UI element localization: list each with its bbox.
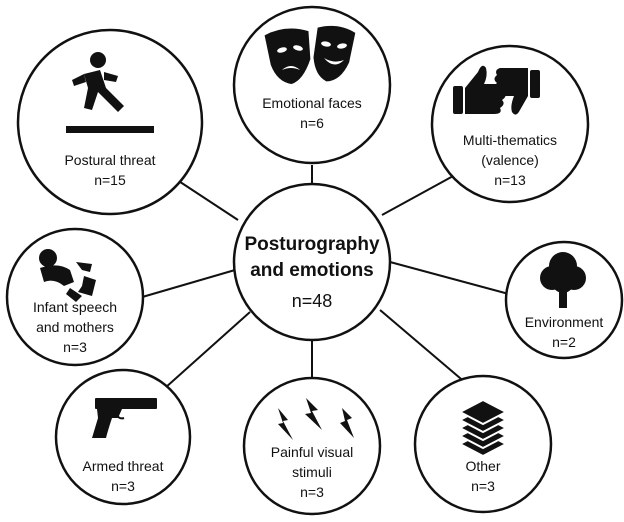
label-line: Environment: [524, 314, 604, 330]
tree-icon: [540, 252, 586, 308]
label-line: Armed threat: [82, 458, 164, 474]
label-infant-speech: Infant speech and mothers n=3: [10, 297, 140, 357]
handgun-icon: [92, 398, 157, 438]
label-emotional-faces: Emotional faces n=6: [242, 93, 382, 133]
connectors: [131, 165, 521, 389]
label-postural-threat: Postural threat n=15: [40, 150, 180, 190]
label-count: n=13: [494, 172, 526, 188]
label-line: Painful visual: [270, 444, 354, 460]
label-armed-threat: Armed threat n=3: [58, 456, 188, 496]
center-circle: [232, 182, 392, 342]
label-multi-thematics: Multi-thematics (valence) n=13: [440, 130, 580, 190]
label-line: Multi-thematics: [462, 132, 558, 148]
label-count: n=3: [63, 339, 87, 355]
label-count: n=15: [94, 172, 126, 188]
connector-other: [379, 309, 468, 385]
label-count: n=3: [300, 484, 324, 500]
connector-infant-speech: [131, 269, 236, 301]
mother-child-icon: [39, 249, 96, 302]
label-other: Other n=3: [423, 456, 543, 496]
center-title: Posturography and emotions: [232, 232, 392, 284]
falling-person-icon: [66, 52, 154, 133]
stacked-layers-icon: [457, 398, 509, 458]
label-count: n=3: [111, 478, 135, 494]
lightning-bolts-icon: [278, 398, 354, 440]
connector-environment: [389, 261, 521, 298]
label-line: and mothers: [36, 319, 114, 335]
label-line: Other: [465, 458, 501, 474]
connector-multi-thematics: [381, 174, 456, 216]
node-circle-postural-threat: [16, 28, 204, 216]
theater-masks-icon: [264, 25, 356, 85]
label-environment: Environment n=2: [506, 312, 622, 352]
label-count: n=2: [552, 334, 576, 350]
label-count: n=6: [300, 115, 324, 131]
label-line: stimuli: [292, 464, 332, 480]
connector-armed-threat: [164, 311, 251, 389]
label-line: Postural threat: [64, 152, 156, 168]
label-painful-visual: Painful visual stimuli n=3: [242, 442, 382, 502]
thumbs-up-down-icon: [453, 65, 540, 115]
label-line: (valence): [481, 152, 539, 168]
label-count: n=3: [471, 478, 495, 494]
center-title-line2: and emotions: [250, 260, 374, 281]
label-line: Emotional faces: [262, 95, 362, 111]
center-count: n=48: [291, 291, 333, 311]
center-title-line1: Posturography: [244, 234, 380, 255]
label-line: Infant speech: [32, 299, 118, 315]
node-circle-emotional-faces: [232, 5, 392, 165]
